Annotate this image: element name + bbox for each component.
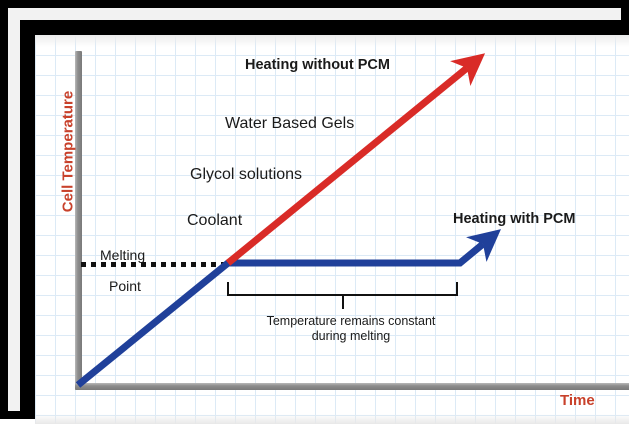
frame-inner-border: Cell Temperature Time <box>20 20 629 424</box>
label-water-based-gels: Water Based Gels <box>225 115 355 132</box>
label-heating-without-pcm: Heating without PCM <box>245 57 390 73</box>
series-heating-with-pcm <box>75 229 501 388</box>
label-coolant: Coolant <box>187 212 243 229</box>
label-melting: Melting <box>100 247 146 263</box>
y-axis-bar <box>75 51 82 390</box>
chart-canvas: Cell Temperature Time <box>35 35 629 424</box>
bracket-left-tick <box>227 282 229 296</box>
x-axis-title: Time <box>560 392 595 409</box>
series-heating-without-pcm <box>225 53 486 266</box>
bracket-note-line-1: Temperature remains constant <box>266 314 436 328</box>
x-axis-bar <box>75 383 629 390</box>
label-point: Point <box>109 278 141 294</box>
label-glycol-solutions: Glycol solutions <box>190 166 303 183</box>
bracket-center-tick <box>342 295 344 309</box>
label-heating-with-pcm: Heating with PCM <box>453 211 576 227</box>
melting-point-dotted-line <box>81 262 229 267</box>
bracket-note-line-2: during melting <box>311 329 391 343</box>
bracket-right-tick <box>456 282 458 296</box>
melting-duration-bracket <box>227 282 458 309</box>
plot-series-layer <box>75 53 501 388</box>
frame-inner-gap: Cell Temperature Time <box>8 8 629 424</box>
